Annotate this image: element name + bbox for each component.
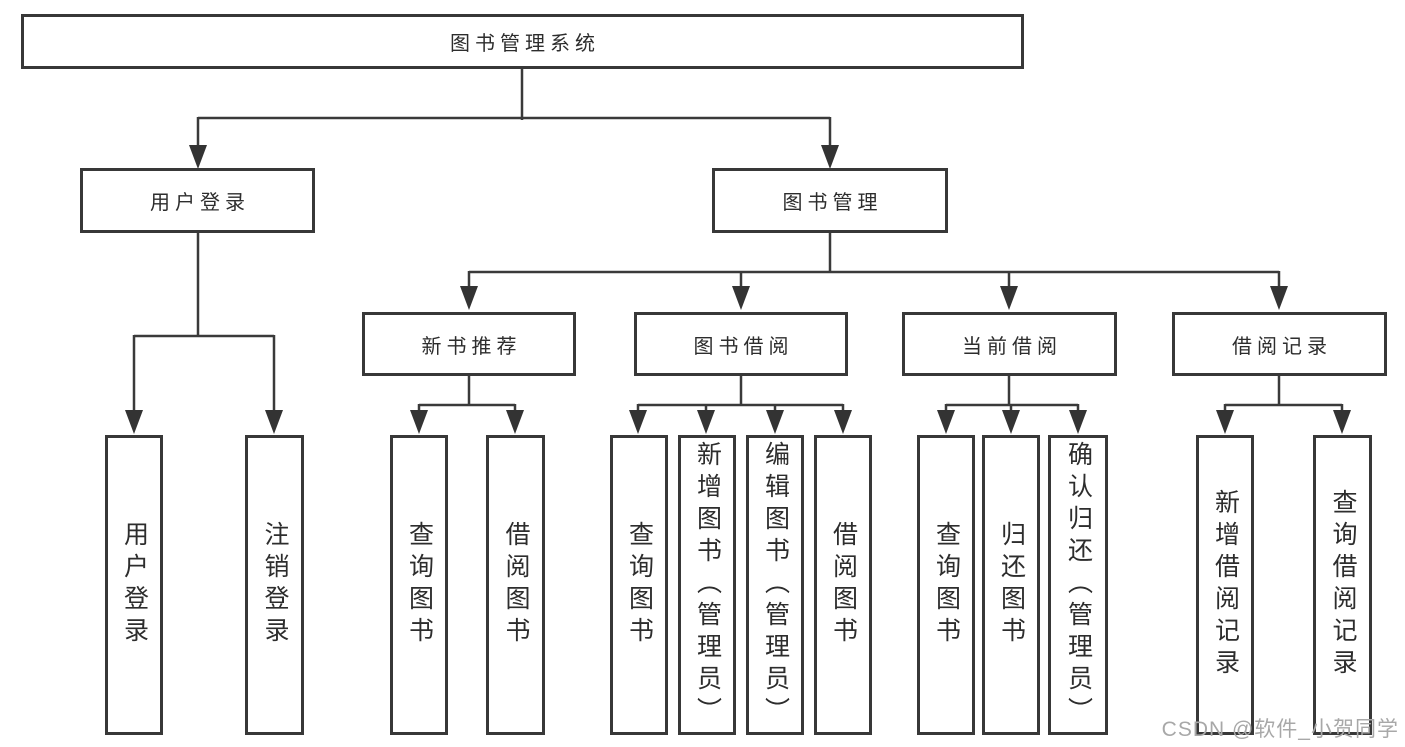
node-borrow-records: 借阅记录 — [1172, 312, 1387, 376]
node-book-borrow: 图书借阅 — [634, 312, 848, 376]
node-current-borrow: 当前借阅 — [902, 312, 1117, 376]
leaf-add-book-admin-label: 新增图书（管理员） — [693, 441, 722, 729]
leaf-query-books-2: 查询图书 — [610, 435, 668, 735]
leaf-user-login-label: 用户登录 — [120, 521, 149, 649]
leaf-confirm-return-admin-label: 确认归还（管理员） — [1064, 441, 1093, 729]
leaf-return-book-label: 归还图书 — [997, 521, 1026, 649]
arrowhead-icons — [125, 145, 1351, 434]
node-user-login-label: 用户登录 — [150, 192, 250, 214]
node-new-book-recommend: 新书推荐 — [362, 312, 576, 376]
leaf-logout-login: 注销登录 — [245, 435, 304, 735]
leaf-add-borrow-record: 新增借阅记录 — [1196, 435, 1254, 735]
leaf-borrow-books-1-label: 借阅图书 — [502, 521, 530, 649]
leaf-confirm-return-admin: 确认归还（管理员） — [1048, 435, 1108, 735]
leaf-borrow-books-2-label: 借阅图书 — [829, 521, 858, 649]
leaf-add-book-admin: 新增图书（管理员） — [678, 435, 736, 735]
node-library-system: 图书管理系统 — [21, 14, 1024, 69]
leaf-query-books-2-label: 查询图书 — [625, 521, 654, 649]
leaf-return-book: 归还图书 — [982, 435, 1040, 735]
csdn-watermark: CSDN @软件_小贺同学 — [1161, 718, 1399, 741]
node-library-system-label: 图书管理系统 — [450, 33, 600, 55]
leaf-query-borrow-record: 查询借阅记录 — [1313, 435, 1372, 735]
leaf-borrow-books-2: 借阅图书 — [814, 435, 872, 735]
leaf-edit-book-admin-label: 编辑图书（管理员） — [761, 441, 790, 729]
leaf-user-login: 用户登录 — [105, 435, 163, 735]
node-current-borrow-label: 当前借阅 — [962, 335, 1062, 358]
node-new-book-recommend-label: 新书推荐 — [421, 335, 522, 358]
leaf-query-books-3-label: 查询图书 — [932, 521, 961, 649]
node-book-borrow-label: 图书借阅 — [693, 335, 794, 358]
node-borrow-records-label: 借阅记录 — [1232, 335, 1332, 358]
leaf-add-borrow-record-label: 新增借阅记录 — [1211, 489, 1240, 681]
leaf-logout-login-label: 注销登录 — [261, 521, 289, 649]
node-book-management-label: 图书管理 — [782, 192, 883, 214]
node-user-login: 用户登录 — [80, 168, 315, 233]
leaf-query-borrow-record-label: 查询借阅记录 — [1329, 489, 1357, 681]
leaf-query-books-1: 查询图书 — [390, 435, 448, 735]
leaf-borrow-books-1: 借阅图书 — [486, 435, 545, 735]
leaf-query-books-1-label: 查询图书 — [405, 521, 434, 649]
leaf-edit-book-admin: 编辑图书（管理员） — [746, 435, 804, 735]
node-book-management: 图书管理 — [712, 168, 948, 233]
leaf-query-books-3: 查询图书 — [917, 435, 975, 735]
